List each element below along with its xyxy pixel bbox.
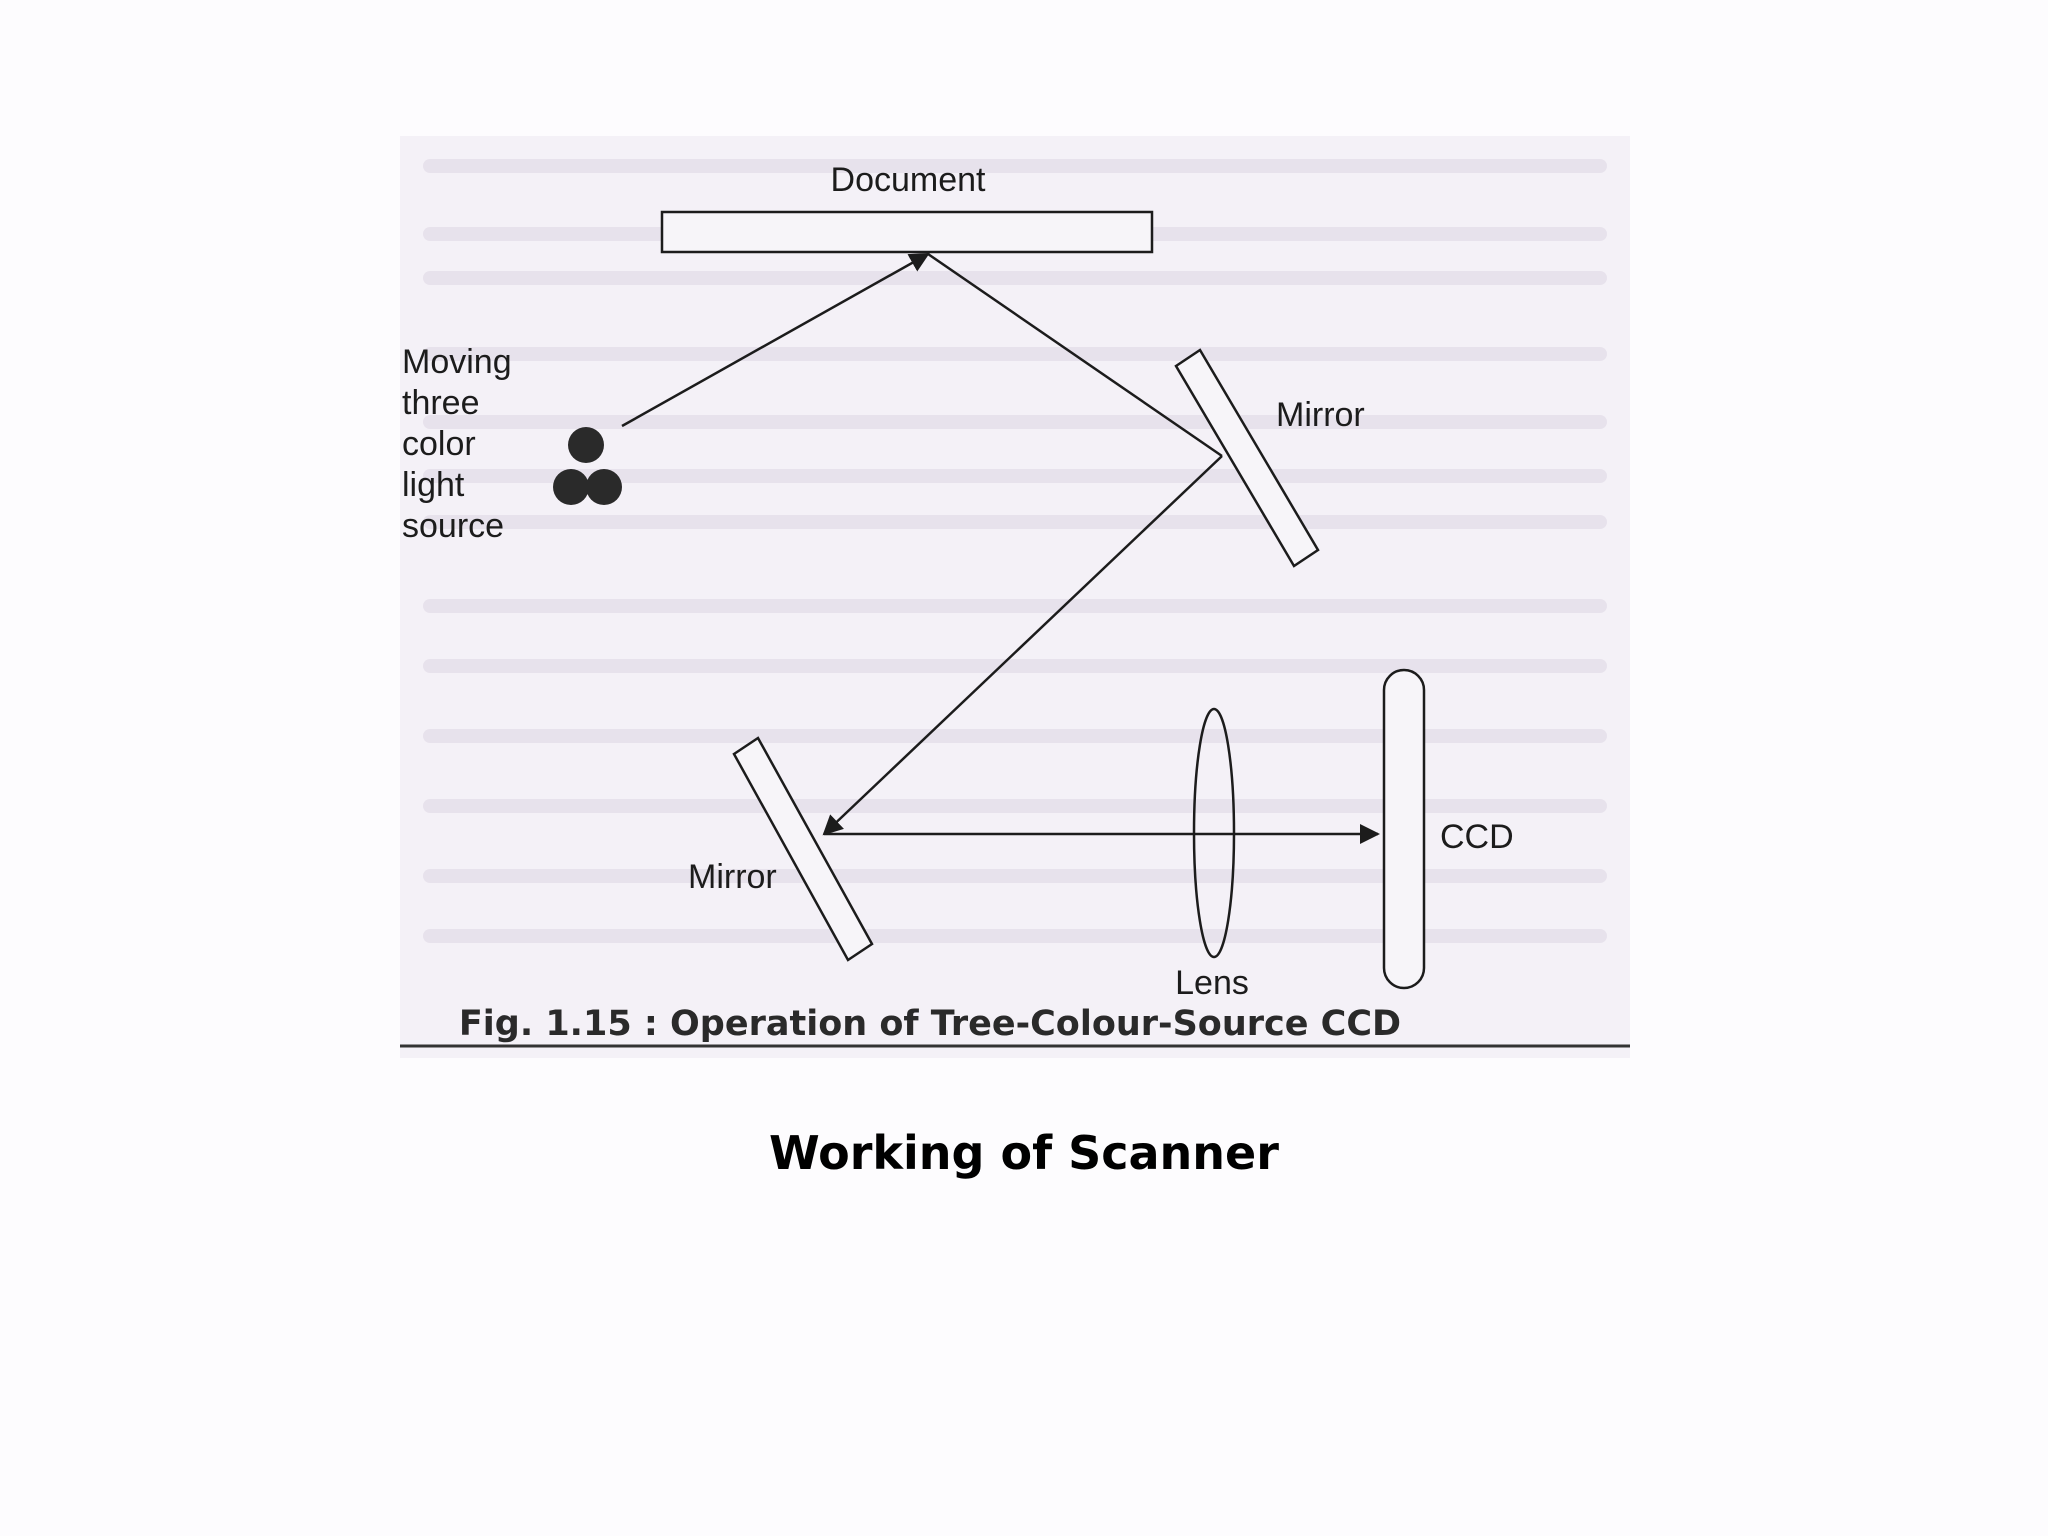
ccd-label: CCD [1440,818,1514,856]
light-dot-top [568,427,604,463]
ray-to-bottom-mirror [822,455,1223,836]
bottom-mirror [732,736,874,962]
light-source-line-1: Moving [402,343,512,381]
three-color-light-source [553,427,622,505]
light-dot-left [553,469,589,505]
figure-caption: Fig. 1.15 : Operation of Tree-Colour-Sou… [459,1004,1401,1044]
lens-label: Lens [1175,964,1249,1002]
light-dot-right [586,469,622,505]
light-source-line-2: three [402,384,480,422]
light-source-line-3: color [402,425,476,463]
light-source-line-4: light [402,466,465,504]
top-mirror-label: Mirror [1276,396,1365,434]
reflected-ray-to-mirror [927,252,1223,458]
light-ray-to-document [621,252,930,428]
slide-title: Working of Scanner [769,1126,1279,1180]
bottom-mirror-label: Mirror [688,858,777,896]
document-label: Document [831,161,987,199]
light-source-label: Moving three color light source [402,343,512,545]
scanner-figure: Document Moving three color light source [400,136,1630,1058]
lens [1192,707,1236,959]
document-plate [660,210,1154,254]
light-source-line-5: source [402,507,504,545]
scanner-diagram: Document Moving three color light source [400,136,1630,1058]
ccd-sensor [1382,668,1426,990]
top-mirror [1174,348,1320,568]
